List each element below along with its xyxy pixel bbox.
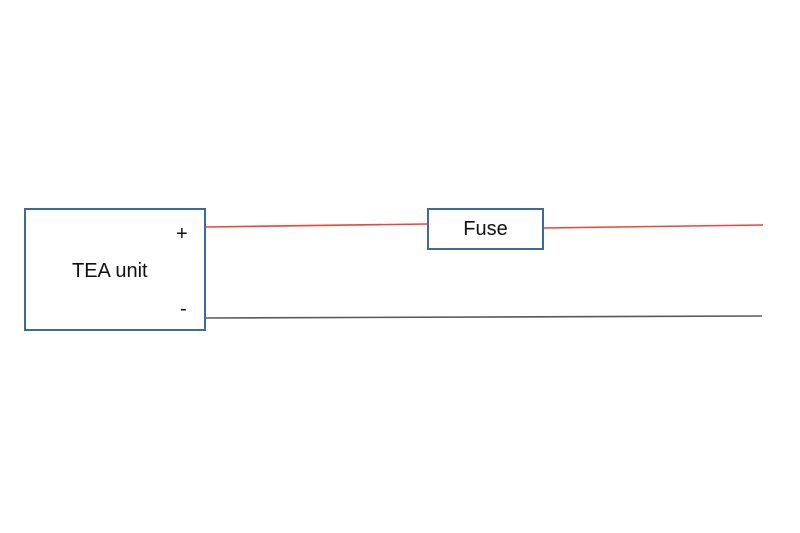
positive-wire-to-fuse bbox=[205, 223, 428, 228]
negative-wire bbox=[205, 315, 763, 319]
tea-unit-label: TEA unit bbox=[72, 260, 148, 282]
tea-unit-box: TEA unit + - bbox=[24, 208, 206, 331]
negative-terminal-label: - bbox=[180, 298, 187, 320]
fuse-box: Fuse bbox=[427, 208, 544, 250]
fuse-label: Fuse bbox=[463, 218, 508, 240]
positive-wire-from-fuse bbox=[543, 224, 764, 229]
positive-terminal-label: + bbox=[176, 223, 188, 245]
